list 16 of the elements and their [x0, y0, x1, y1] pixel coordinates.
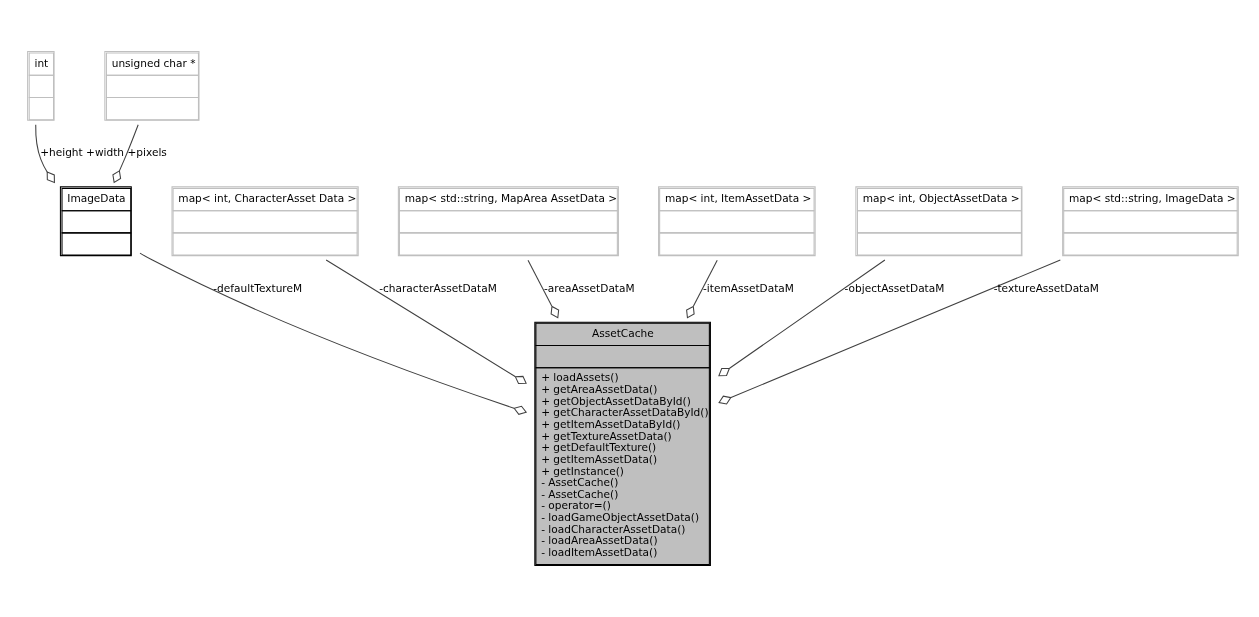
edge-label: +height +width: [40, 146, 125, 159]
edge-label: -areaAssetDataM: [544, 281, 635, 294]
edge-label: -characterAssetDataM: [379, 281, 497, 294]
connector: [527, 259, 560, 319]
connector: [325, 259, 527, 385]
connector: [35, 124, 55, 184]
edge-label: -textureAssetDataM: [993, 281, 1099, 294]
connector: [112, 124, 139, 184]
connector: [686, 259, 718, 319]
connector: [718, 259, 1061, 405]
connector: [718, 259, 886, 377]
edge-label: -objectAssetDataM: [844, 281, 945, 294]
connector: [139, 252, 528, 415]
edge-label: -itemAssetDataM: [703, 281, 794, 294]
edge-label: -defaultTextureM: [213, 281, 303, 294]
edge-label: +pixels: [127, 146, 167, 159]
